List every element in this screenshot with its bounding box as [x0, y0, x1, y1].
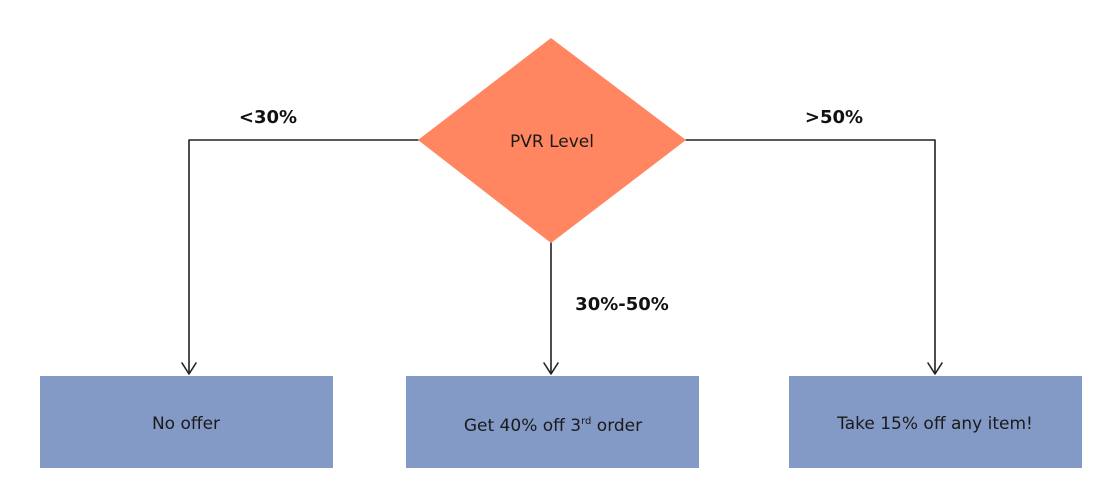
decision-diamond [418, 38, 686, 243]
edge-left-line [188, 139, 419, 374]
connectors [181, 139, 943, 375]
outcome-label-middle-suffix: order [591, 416, 642, 436]
edge-right-line [685, 139, 936, 374]
edge-middle-label: 30%-50% [575, 294, 669, 315]
outcome-box-left [40, 376, 333, 468]
outcome-label-middle-prefix: Get 40% off 3 [464, 416, 581, 436]
outcome-label-left: No offer [152, 414, 220, 434]
decision-label: PVR Level [510, 132, 594, 152]
edge-right-arrowhead [927, 362, 943, 375]
outcome-label-right: Take 15% off any item! [836, 414, 1033, 434]
edge-left-label: <30% [239, 107, 297, 128]
outcome-label-middle: Get 40% off 3rd order [464, 416, 642, 436]
edge-middle-arrowhead [543, 362, 559, 375]
edge-left-arrowhead [181, 362, 197, 375]
outcome-label-middle-superscript: rd [581, 416, 591, 427]
outcome-box-right [789, 376, 1082, 468]
outcome-box-middle [406, 376, 699, 468]
edge-right-label: >50% [805, 107, 863, 128]
